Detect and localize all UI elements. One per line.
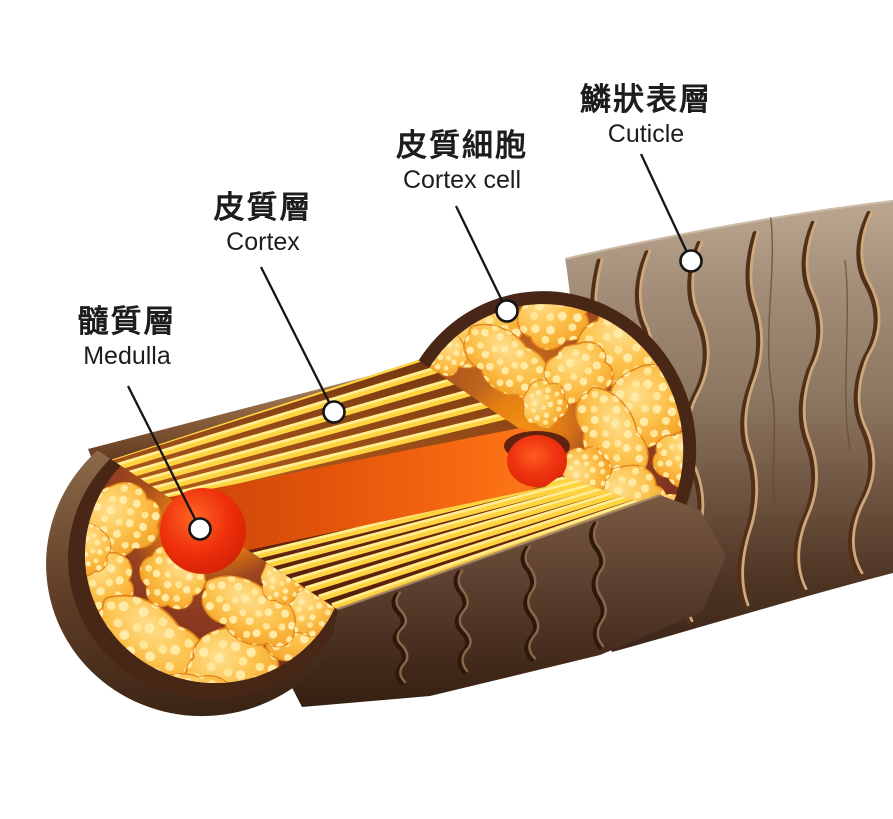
- marker-dot-cortex: [322, 400, 346, 424]
- label-cortex-zh: 皮質層: [213, 190, 313, 225]
- leader-line-cortex-cell: [454, 205, 509, 312]
- cuticle-near-wall: [286, 493, 726, 707]
- annotations: [126, 153, 703, 541]
- marker-dot-medulla: [188, 517, 212, 541]
- cuticle-scale-lines: [391, 521, 607, 686]
- leader-line-cuticle: [639, 153, 693, 262]
- cuticle-crack-line: [844, 259, 851, 451]
- medulla-hole: [507, 435, 567, 487]
- marker-dot-cuticle: [679, 249, 703, 273]
- cuticle-crack-line: [767, 211, 776, 506]
- label-cortex-cell-en: Cortex cell: [402, 165, 522, 194]
- label-cortex-cell: 皮質細胞 Cortex cell: [396, 128, 528, 194]
- shaft-top-highlight: [565, 200, 893, 260]
- wall-bevel-highlight: [317, 493, 661, 618]
- label-medulla-zh: 髓質層: [77, 304, 177, 339]
- label-cortex-cell-zh: 皮質細胞: [396, 128, 528, 163]
- leader-line-cortex: [259, 266, 336, 413]
- label-cortex-en: Cortex: [226, 227, 300, 256]
- label-cortex: 皮質層 Cortex: [213, 190, 313, 256]
- label-cuticle-en: Cuticle: [607, 119, 685, 148]
- label-medulla: 髓質層 Medulla: [77, 304, 177, 370]
- label-cuticle-zh: 鱗狀表層: [580, 82, 712, 117]
- cortex-fibers-upper: [92, 360, 548, 500]
- label-medulla-en: Medulla: [83, 341, 171, 370]
- medulla-core-band: [165, 428, 553, 567]
- leader-line-medulla: [126, 385, 202, 530]
- marker-dot-cortex-cell: [495, 299, 519, 323]
- label-cuticle: 鱗狀表層 Cuticle: [580, 82, 712, 148]
